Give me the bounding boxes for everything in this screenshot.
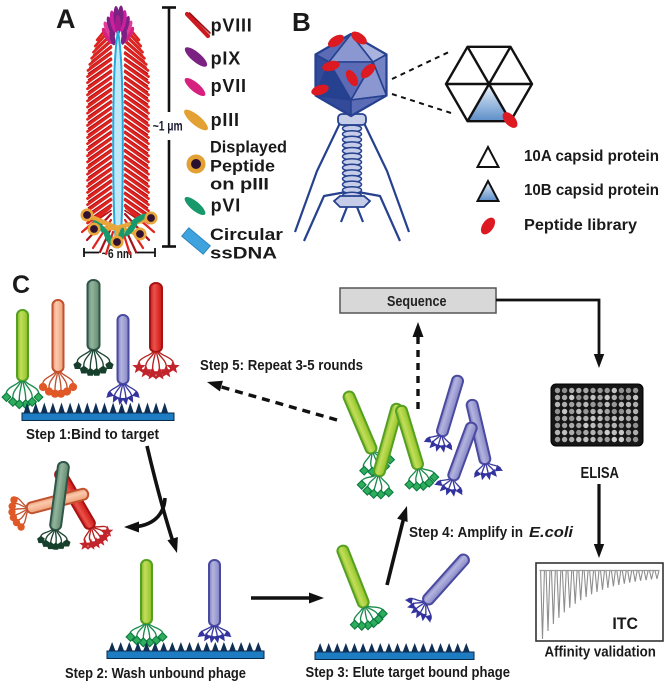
svg-text:Displayed: Displayed (210, 139, 287, 157)
svg-text:pVII: pVII (211, 76, 247, 96)
svg-text:~6 nm: ~6 nm (102, 246, 132, 261)
svg-text:E.coli: E.coli (529, 524, 574, 541)
svg-text:Affinity validation: Affinity validation (545, 645, 656, 661)
svg-text:C: C (12, 271, 30, 299)
svg-text:pIII: pIII (211, 110, 240, 130)
svg-text:Sequence: Sequence (387, 294, 447, 310)
svg-text:Step 1:Bind to target: Step 1:Bind to target (26, 426, 159, 443)
svg-text:pVIII: pVIII (211, 16, 253, 36)
svg-text:Step 3: Elute target bound pha: Step 3: Elute target bound phage (306, 664, 511, 681)
svg-text:~1 μm: ~1 μm (153, 118, 183, 134)
svg-text:Step 4: Amplify in: Step 4: Amplify in (409, 524, 523, 541)
svg-text:pVI: pVI (211, 196, 241, 216)
svg-text:ssDNA: ssDNA (210, 245, 277, 263)
svg-text:on pIII: on pIII (210, 176, 269, 194)
svg-text:Circular: Circular (210, 226, 284, 244)
svg-text:Peptide: Peptide (210, 158, 275, 176)
svg-text:pIX: pIX (211, 49, 241, 69)
svg-text:A: A (56, 4, 76, 34)
svg-text:ELISA: ELISA (581, 465, 620, 482)
svg-text:10A capsid protein: 10A capsid protein (524, 148, 659, 165)
svg-text:Step 2: Wash unbound phage: Step 2: Wash unbound phage (65, 665, 246, 682)
svg-text:ITC: ITC (612, 615, 638, 633)
svg-text:Step 5: Repeat 3-5 rounds: Step 5: Repeat 3-5 rounds (200, 357, 363, 374)
svg-text:Peptide library: Peptide library (524, 217, 637, 234)
svg-text:B: B (292, 7, 311, 37)
svg-text:10B capsid protein: 10B capsid protein (524, 182, 659, 199)
